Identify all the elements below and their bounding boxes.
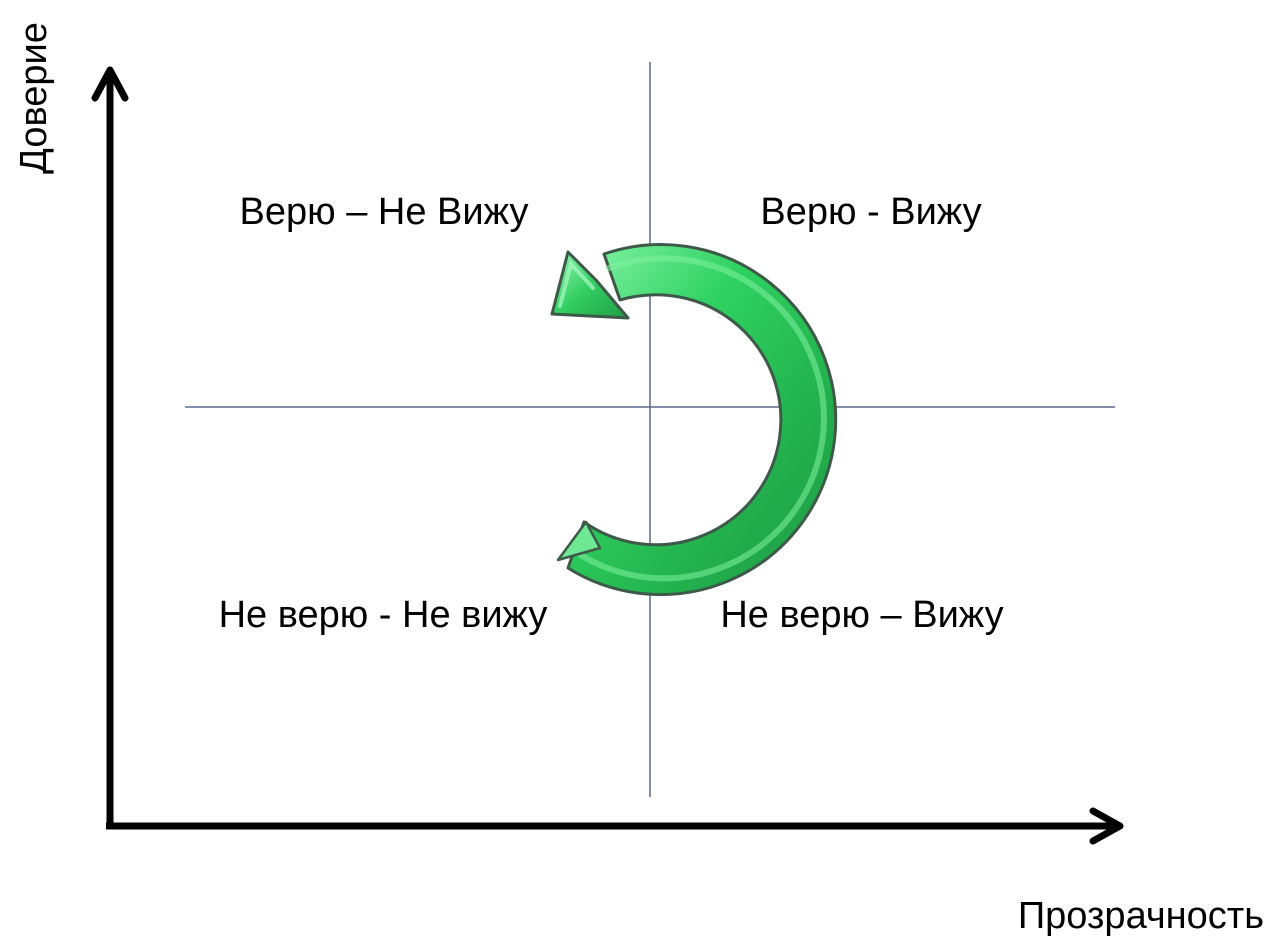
x-axis: [106, 807, 1124, 845]
y-axis-arrowhead: [91, 66, 129, 102]
quadrant-label-bottom-right: Не верю – Вижу: [720, 594, 1003, 636]
x-axis-arrowhead: [1089, 807, 1124, 845]
y-axis-label: Доверие: [13, 22, 55, 174]
quadrant-label-bottom-left: Не верю - Не вижу: [219, 594, 548, 636]
x-axis-label: Прозрачность: [1018, 895, 1264, 937]
quadrant-label-top-right: Верю - Вижу: [760, 191, 981, 233]
quadrant-label-top-left: Верю – Не Вижу: [240, 191, 529, 233]
curved-cycle-arrow-icon: [550, 243, 838, 597]
y-axis: [91, 66, 129, 826]
